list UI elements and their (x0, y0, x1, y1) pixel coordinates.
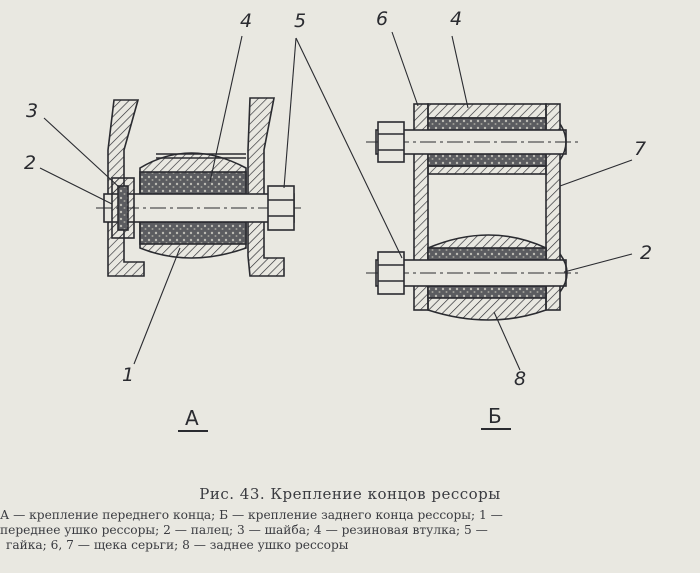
caption-line-1: А — крепление переднего конца; Б — крепл… (0, 508, 503, 522)
view-label-a: А (185, 406, 200, 430)
figure-caption-body: А — крепление переднего конца; Б — крепл… (0, 508, 700, 553)
leader-lines (39, 31, 633, 371)
view-a-drawing (96, 97, 304, 277)
view-label-b-underline (481, 428, 511, 430)
label-a-1: 1 (122, 364, 135, 386)
label-a-5: 5 (294, 10, 307, 32)
caption-line-3: гайка; 6, 7 — щека серьги; 8 — заднее уш… (6, 538, 349, 552)
label-b-7: 7 (634, 138, 647, 160)
label-b-6: 6 (376, 8, 389, 30)
caption-line-2: переднее ушко рессоры; 2 — палец; 3 — ша… (0, 523, 488, 537)
label-b-4: 4 (450, 8, 463, 30)
view-b-drawing (366, 103, 580, 321)
view-label-b: Б (488, 404, 503, 428)
label-a-2: 2 (24, 152, 37, 174)
label-a-3: 3 (26, 100, 39, 122)
label-a-4: 4 (240, 10, 253, 32)
label-b-2: 2 (640, 242, 653, 264)
label-b-8: 8 (514, 368, 527, 390)
figure-caption-title: Рис. 43. Крепление концов рессоры (199, 485, 501, 503)
view-label-a-underline (178, 430, 208, 432)
